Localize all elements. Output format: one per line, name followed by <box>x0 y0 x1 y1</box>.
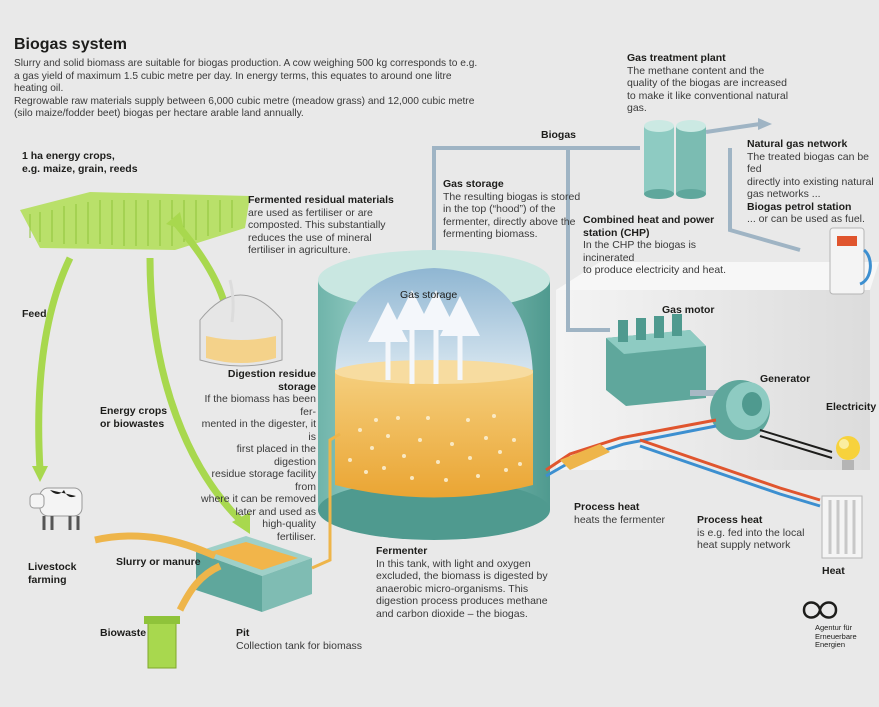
radiator <box>821 495 863 559</box>
process-heat-1: Process heat heats the fermenter <box>574 501 684 526</box>
fermented-block: Fermented residual materials are used as… <box>248 194 418 257</box>
biowaste-label: Biowaste <box>100 627 147 639</box>
fermenter-block: Fermenter In this tank, with light and o… <box>376 545 556 620</box>
network-body: The treated biogas can be fed directly i… <box>747 150 874 201</box>
gas-storage-title: Gas storage <box>443 178 504 190</box>
feed-label: Feed <box>22 308 47 320</box>
fermenter-body: In this tank, with light and oxygen excl… <box>376 557 548 620</box>
process-heat-2: Process heat is e.g. fed into the local … <box>697 514 817 552</box>
fermenter-title: Fermenter <box>376 545 428 557</box>
slurry-label: Slurry or manure <box>116 556 201 568</box>
process-heat-2-body: is e.g. fed into the local heat supply n… <box>697 526 805 552</box>
crop-arrows <box>32 212 250 534</box>
generator <box>710 380 770 440</box>
chp-title: Combined heat and power station (CHP) <box>583 214 715 239</box>
chp-block: Combined heat and power station (CHP) In… <box>583 214 748 277</box>
fermented-body: are used as fertiliser or are composted.… <box>248 206 386 257</box>
digestion-block: Digestion residue storage If the biomass… <box>196 368 316 543</box>
intro-text: Slurry and solid biomass are suitable fo… <box>14 58 478 120</box>
petrol-body: ... or can be used as fuel. <box>747 213 865 225</box>
process-heat-2-title: Process heat <box>697 514 763 526</box>
pit-text: Pit Collection tank for biomass <box>236 627 362 652</box>
gas-storage-body: The resulting biogas is stored in the to… <box>443 190 581 241</box>
petrol-title: Biogas petrol station <box>747 200 852 213</box>
chp-room <box>556 262 879 470</box>
energy-crops-sub: e.g. maize, grain, reeds <box>22 163 138 175</box>
digestion-residue-storage <box>199 279 283 367</box>
heat-exchanger <box>560 444 610 470</box>
electricity <box>759 429 860 470</box>
gas-motor <box>606 314 738 406</box>
generator-label: Generator <box>760 373 811 385</box>
electricity-label: Electricity <box>826 401 877 413</box>
energy-crops-title: 1 ha energy crops, <box>22 150 115 162</box>
gas-treatment-plant <box>644 120 706 199</box>
process-heat-1-body: heats the fermenter <box>574 513 666 526</box>
energy-crops-biowastes-label: Energy crops or biowastes <box>100 405 168 430</box>
network-title: Natural gas network <box>747 138 848 150</box>
page-title: Biogas system <box>14 36 127 53</box>
biogas-pipes <box>432 122 801 332</box>
manure-arrows <box>94 432 341 612</box>
network-block: Natural gas network The treated biogas c… <box>747 138 877 226</box>
gas-storage-block: Gas storage The resulting biogas is stor… <box>443 178 583 241</box>
process-heat-1-title: Process heat <box>574 501 640 513</box>
pit <box>196 536 312 612</box>
digestion-title: Digestion residue storage <box>227 368 316 393</box>
treatment-body: The methane content and the quality of t… <box>627 64 789 115</box>
petrol-pump <box>829 227 872 295</box>
logo-symbol <box>802 601 838 619</box>
heat-label: Heat <box>822 565 845 577</box>
digestion-body: If the biomass has been fer- mented in t… <box>201 393 316 543</box>
logo-text: Agentur für Erneuerbare Energien <box>815 623 857 649</box>
fermenter-tank <box>318 250 550 540</box>
biogas-label: Biogas <box>541 129 577 141</box>
treatment-title: Gas treatment plant <box>627 52 726 64</box>
treatment-block: Gas treatment plant The methane content … <box>627 52 807 115</box>
cow <box>29 487 83 530</box>
gas-storage-inner-label: Gas storage <box>400 289 458 301</box>
biowaste-bin <box>144 616 180 669</box>
chp-body: In the CHP the biogas is incinerated to … <box>583 239 727 276</box>
livestock-label: Livestock farming <box>28 561 77 586</box>
energy-crops-field <box>20 192 250 250</box>
pit-body: Collection tank for biomass <box>236 639 363 652</box>
gas-motor-label: Gas motor <box>662 304 715 316</box>
fermented-title: Fermented residual materials <box>248 194 394 206</box>
pit-title: Pit <box>236 627 250 639</box>
